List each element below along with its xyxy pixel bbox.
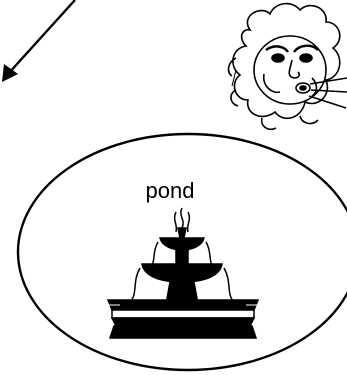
- wind-arrow: [2, 0, 76, 82]
- fountain-icon: [106, 207, 260, 339]
- pond-label: pond: [146, 178, 195, 203]
- wind-blowing-face-icon: [227, 2, 347, 131]
